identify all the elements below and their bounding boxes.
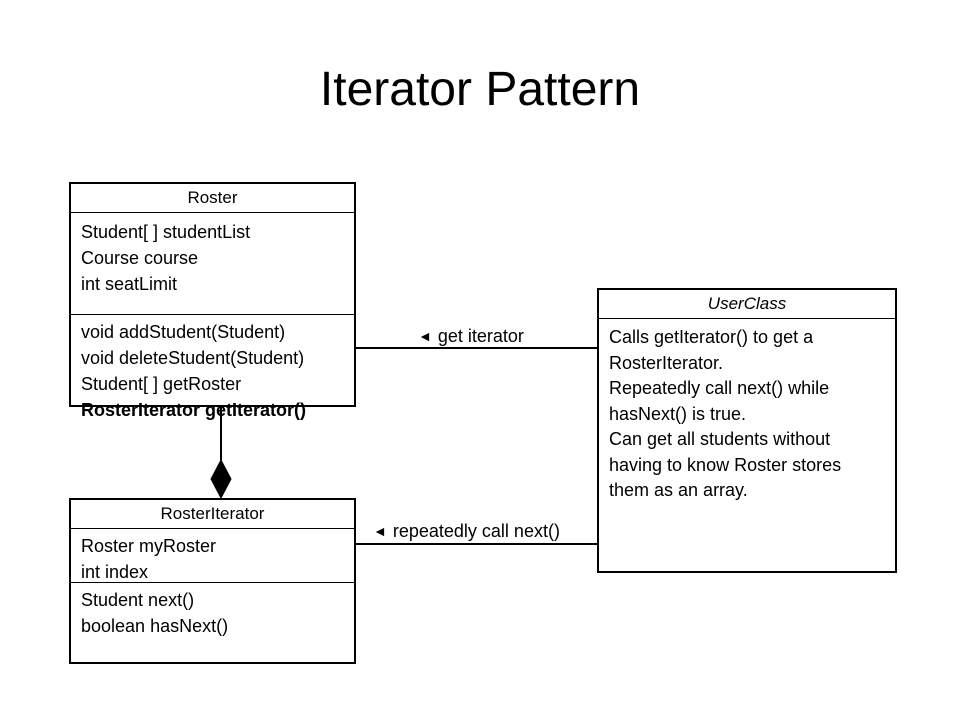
method: Student next() bbox=[81, 590, 195, 610]
attribute: Course course bbox=[81, 248, 199, 268]
description-line: hasNext() is true. bbox=[609, 403, 747, 424]
composition-diamond-icon bbox=[210, 458, 232, 500]
description-section: Calls getIterator() to get a RosterItera… bbox=[599, 319, 895, 510]
arrow-left-icon: ◄ bbox=[418, 328, 432, 344]
arrow-left-icon: ◄ bbox=[373, 523, 387, 539]
association-label-text: get iterator bbox=[437, 326, 524, 346]
class-box-user-class: UserClass Calls getIterator() to get a R… bbox=[597, 288, 897, 573]
class-name: Roster bbox=[71, 184, 354, 213]
methods-section: void addStudent(Student) void deleteStud… bbox=[71, 315, 354, 427]
class-name: UserClass bbox=[599, 290, 895, 319]
description-line: Repeatedly call next() while bbox=[609, 378, 830, 398]
class-box-roster-iterator: RosterIterator Roster myRoster int index… bbox=[69, 498, 356, 664]
description-line: RosterIterator. bbox=[609, 352, 724, 373]
get-iterator-label: ◄ get iterator bbox=[418, 325, 524, 347]
description-line: Can get all students without bbox=[609, 429, 831, 449]
attribute: int index bbox=[81, 562, 149, 582]
description-line: them as an array. bbox=[609, 480, 748, 500]
method: boolean hasNext() bbox=[81, 616, 229, 636]
repeatedly-call-next-label: ◄ repeatedly call next() bbox=[373, 520, 560, 542]
slide-title: Iterator Pattern bbox=[319, 63, 641, 116]
class-box-roster: Roster Student[ ] studentList Course cou… bbox=[69, 182, 356, 420]
method: void deleteStudent(Student) bbox=[81, 348, 305, 368]
attributes-section: Roster myRoster int index bbox=[71, 529, 354, 583]
attributes-section: Student[ ] studentList Course course int… bbox=[71, 213, 354, 315]
attribute: Student[ ] studentList bbox=[81, 222, 251, 242]
class-name: RosterIterator bbox=[71, 500, 354, 529]
attribute: int seatLimit bbox=[81, 274, 178, 294]
method: Student[ ] getRoster bbox=[81, 374, 242, 394]
description-line: having to know Roster stores bbox=[609, 454, 842, 475]
description-line: Calls getIterator() to get a bbox=[609, 327, 814, 347]
attribute: Roster myRoster bbox=[81, 536, 217, 556]
association-label-text: repeatedly call next() bbox=[392, 521, 560, 541]
methods-section: Student next() boolean hasNext() bbox=[71, 583, 354, 643]
method-highlighted: RosterIterator getIterator() bbox=[81, 400, 307, 420]
method: void addStudent(Student) bbox=[81, 322, 286, 342]
